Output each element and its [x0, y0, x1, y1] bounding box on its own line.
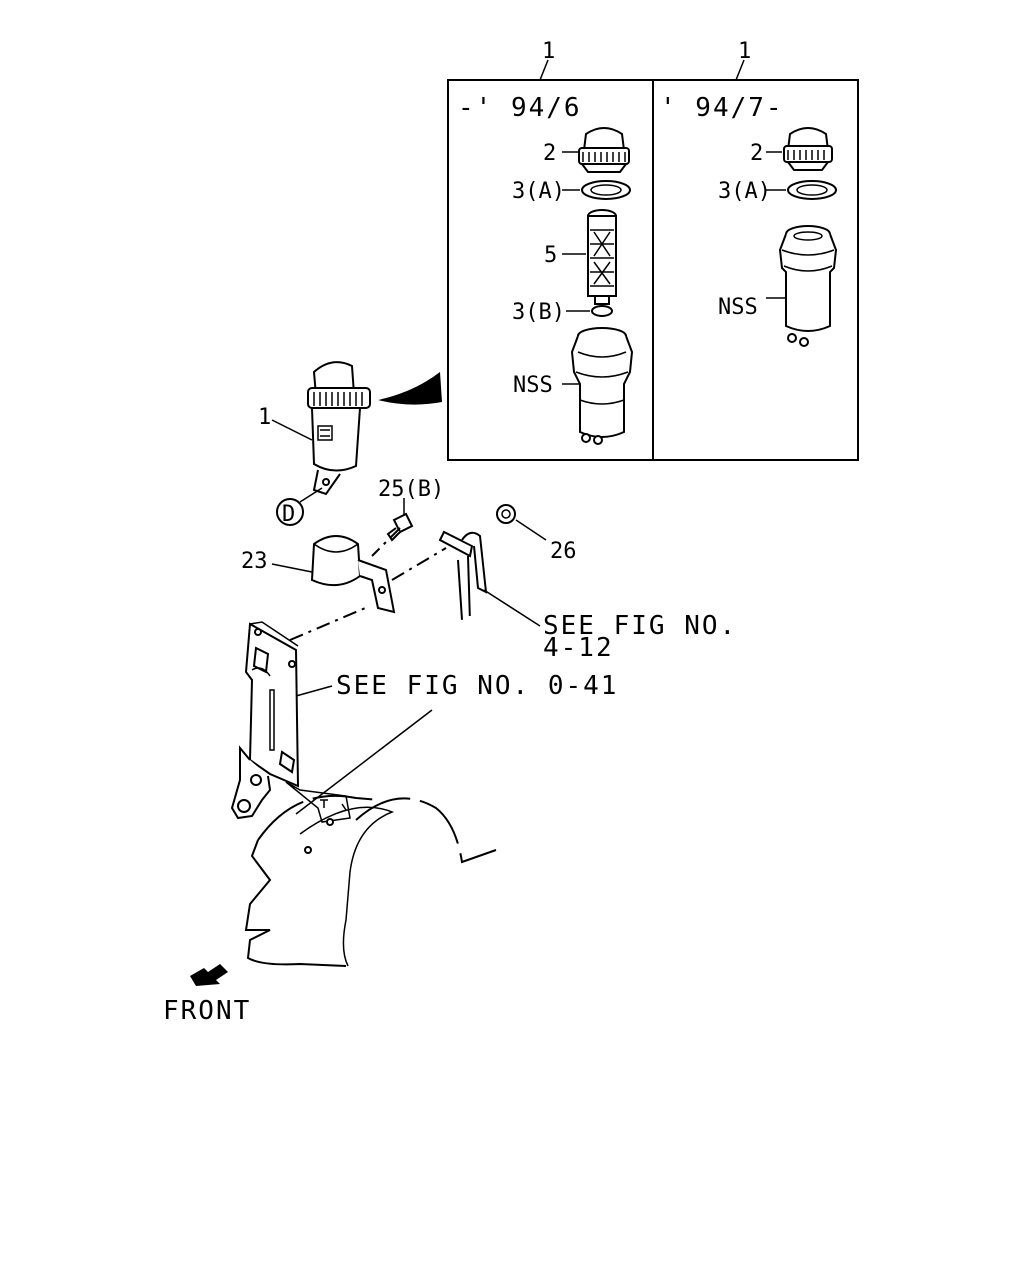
bracket-label: 23 — [241, 549, 268, 574]
front-direction-arrow — [190, 964, 228, 986]
see-fig-2-text: SEE FIG NO. 0-41 — [336, 671, 618, 701]
front-label: FRONT — [163, 996, 251, 1026]
nut-label: 26 — [550, 539, 577, 564]
ref-d-label: D — [282, 502, 295, 527]
left-seal-b-label: 3(B) — [512, 300, 565, 325]
main-filter-leader — [271, 419, 313, 441]
see-fig-1-leader — [483, 589, 541, 627]
alignment-line-bolt — [371, 527, 401, 557]
ref-d-marker — [276, 487, 323, 526]
right-filter-part — [778, 225, 838, 347]
left-element-label: 5 — [544, 243, 557, 268]
nut-part — [496, 504, 516, 524]
main-fuel-filter — [307, 361, 371, 496]
left-seal-b-part — [591, 305, 613, 317]
box-left-ref-label: 1 — [542, 39, 555, 64]
left-element-part — [587, 209, 617, 305]
left-cap-label: 2 — [543, 141, 556, 166]
alignment-line-upper — [391, 547, 447, 581]
clamp-bracket-part — [310, 535, 396, 614]
box-right-ref-label: 1 — [738, 39, 751, 64]
right-filter-label: NSS — [718, 295, 758, 320]
right-seal-a-label: 3(A) — [718, 179, 771, 204]
box-left-leader — [539, 59, 549, 81]
detail-box-right — [652, 79, 859, 461]
see-fig-1-line2: 4-12 — [543, 633, 614, 663]
box-right-leader — [735, 59, 745, 81]
right-seal-a-part — [787, 180, 837, 200]
bolt-label: 25(B) — [378, 477, 444, 502]
see-fig-1-line1: SEE FIG NO. — [543, 611, 737, 641]
stud-bracket-part — [438, 530, 488, 623]
left-bowl-label: NSS — [513, 373, 553, 398]
right-cap-label: 2 — [750, 141, 763, 166]
left-bowl-part — [570, 327, 634, 445]
alignment-line-lower — [289, 605, 371, 641]
right-cap-part — [783, 127, 833, 171]
detail-pointer-arrow — [378, 372, 442, 405]
box-right-period: ' 94/7- — [660, 93, 784, 123]
left-cap-part — [578, 127, 630, 173]
left-seal-a-part — [581, 180, 631, 200]
see-fig-2-leader — [295, 685, 333, 697]
bracket-leader — [271, 563, 313, 573]
left-seal-a-label: 3(A) — [512, 179, 565, 204]
main-filter-label: 1 — [258, 405, 271, 430]
nut-leader — [515, 519, 547, 541]
box-left-period: -' 94/6 — [458, 93, 582, 123]
wheel-house-part — [244, 709, 497, 967]
support-bracket-part — [230, 621, 300, 820]
